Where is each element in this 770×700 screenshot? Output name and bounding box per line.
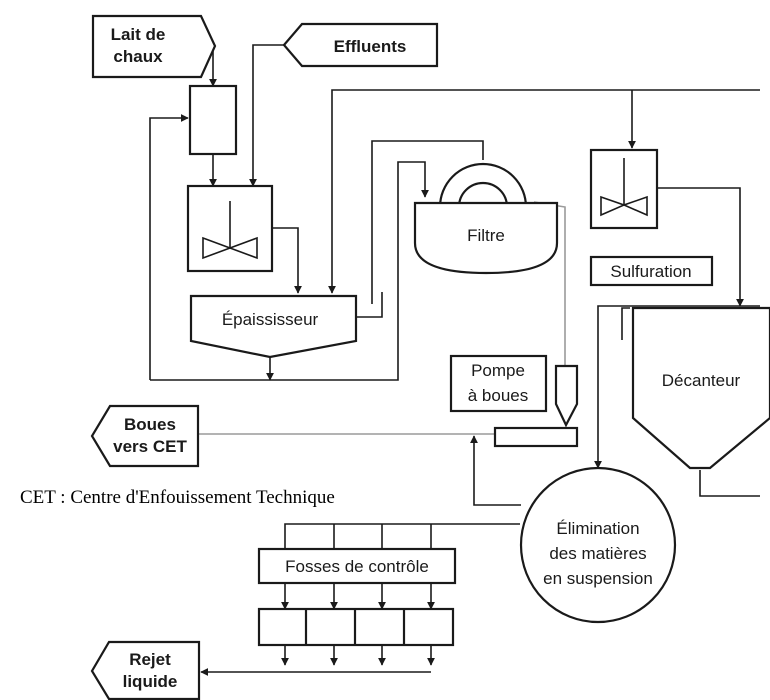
filter-drum-inner (457, 181, 509, 208)
line-decanter-to-elimination (594, 305, 760, 469)
epaississeur-unit: Épaississeur (189, 294, 358, 359)
filter-trough (413, 201, 559, 275)
effluents-label: Effluents (334, 37, 407, 56)
boues-shape (90, 404, 200, 468)
decanteur-label: Décanteur (662, 371, 741, 390)
input-lait-de-chaux: Lait de chaux (91, 14, 217, 79)
agitator-icon (600, 158, 648, 217)
elimination-line3: en suspension (543, 569, 653, 588)
line-decanter-inlet (621, 307, 630, 340)
boues-line1: Boues (124, 415, 176, 434)
sludge-conveyor (493, 426, 579, 448)
line-to-fosses (284, 523, 520, 549)
epaississeur-label: Épaississeur (222, 310, 319, 329)
elimination-circle (519, 466, 677, 624)
line-decanter-bottom (699, 470, 760, 497)
pompe-label-line1: Pompe (471, 361, 525, 380)
line-top-recycle (328, 89, 760, 294)
elimination-line1: Élimination (556, 519, 639, 538)
boues-line2: vers CET (113, 437, 187, 456)
effluents-shape (282, 22, 439, 68)
input-effluents: Effluents (282, 22, 439, 68)
fosses-label: Fosses de contrôle (285, 557, 429, 576)
pompe-a-boues-unit: Pompe à boues (449, 354, 579, 448)
thickener-shape (189, 294, 358, 359)
filtre-label: Filtre (467, 226, 505, 245)
line-filter-loop (371, 140, 484, 304)
decanteur-unit: Décanteur (631, 306, 770, 470)
sulfuration-reactor (589, 148, 659, 230)
rejet-line1: Rejet (129, 650, 171, 669)
rejet-shape (90, 640, 201, 700)
sulfuration-label: Sulfuration (610, 262, 691, 281)
line-bottom-to-mixbox (149, 114, 189, 380)
fosses-label-box (257, 547, 457, 585)
decanter-shape (631, 306, 770, 470)
sulfuration-label-box (589, 255, 714, 287)
fosses-de-controle-unit: Fosses de contrôle (257, 547, 457, 647)
line-elimination-to-pump (470, 435, 521, 506)
lait-de-chaux-shape (91, 14, 217, 79)
pompe-label-box (449, 354, 548, 413)
agitator-icon (202, 201, 258, 260)
line-bottom-to-filter (150, 161, 429, 381)
lime-mixing-box (188, 84, 238, 156)
filtre-unit: Filtre (413, 162, 559, 275)
output-boues-vers-cet: Boues vers CET (90, 404, 200, 468)
pump-nozzle-icon (554, 364, 579, 428)
line-sulfuration-to-decanter (657, 187, 744, 307)
lait-de-chaux-line2: chaux (113, 47, 163, 66)
line-reactor-to-thickener (272, 227, 302, 294)
lait-de-chaux-line1: Lait de (111, 25, 166, 44)
line-effluents-to-reactor (249, 44, 284, 187)
line-thickener-outlet (356, 292, 383, 318)
cet-legend: CET : Centre d'Enfouissement Technique (20, 487, 335, 508)
neutralisation-reactor (186, 184, 274, 273)
elimination-line2: des matières (549, 544, 646, 563)
output-rejet-liquide: Rejet liquide (90, 640, 201, 700)
sulfuration-box: Sulfuration (589, 255, 714, 287)
pompe-label-line2: à boues (468, 386, 529, 405)
elimination-unit: Élimination des matières en suspension (519, 466, 677, 624)
rejet-line2: liquide (123, 672, 178, 691)
